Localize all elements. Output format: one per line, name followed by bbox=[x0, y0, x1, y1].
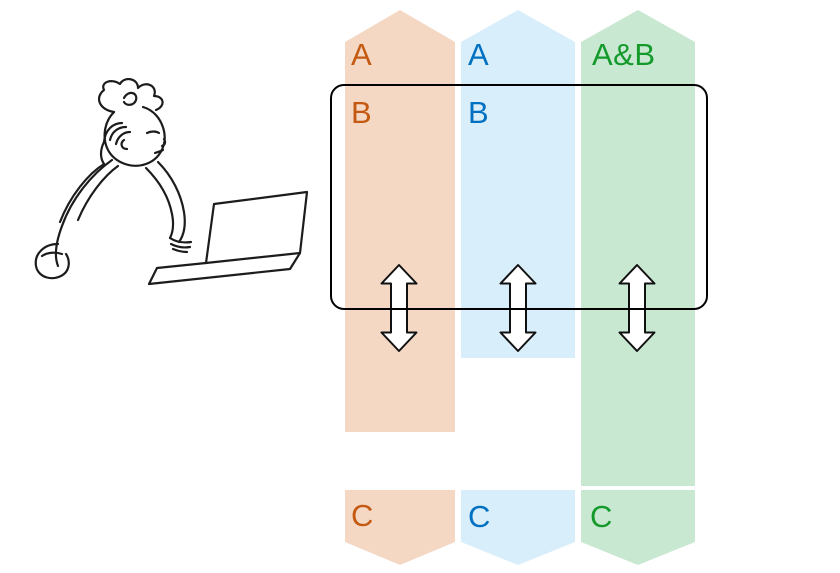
column-left-bottom-label: C bbox=[351, 498, 374, 533]
reaching-arm bbox=[156, 160, 186, 244]
ear bbox=[120, 138, 129, 151]
column-right-band bbox=[581, 10, 695, 486]
hair-curls bbox=[97, 78, 164, 114]
column-left-band bbox=[345, 10, 455, 432]
mouth bbox=[153, 148, 165, 155]
hand-at-laptop bbox=[168, 236, 193, 244]
back-line bbox=[54, 158, 114, 268]
elbow-scribble bbox=[34, 242, 70, 280]
column-right-bottom-label: C bbox=[590, 499, 613, 534]
laptop-screen bbox=[204, 190, 309, 265]
column-middle-top-label: A bbox=[468, 37, 490, 72]
column-middle-inner-label: B bbox=[468, 95, 490, 130]
head-outline bbox=[103, 105, 166, 167]
hand-on-face bbox=[102, 121, 124, 144]
nose bbox=[160, 137, 167, 148]
laptop-base bbox=[147, 251, 302, 286]
column-left-inner-label: B bbox=[351, 95, 373, 130]
viewport-frame bbox=[330, 84, 708, 310]
column-middle-bottom-label: C bbox=[468, 499, 491, 534]
forearm bbox=[58, 162, 106, 224]
column-right-top-label: A&B bbox=[592, 37, 656, 72]
eye bbox=[145, 130, 161, 135]
person-at-laptop-illustration bbox=[34, 78, 309, 286]
column-left-top-label: A bbox=[351, 37, 373, 72]
